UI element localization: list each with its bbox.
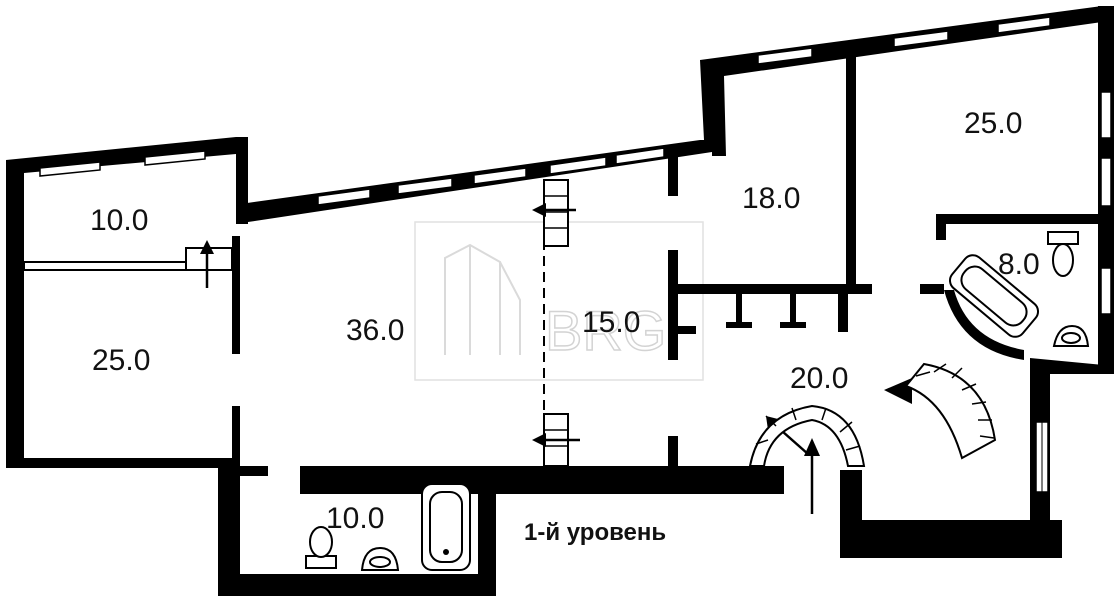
- arrow-up-icon: [200, 240, 214, 288]
- room-area-label: 20.0: [790, 362, 848, 395]
- room-area-label: 10.0: [326, 502, 384, 535]
- room-area-label: 36.0: [346, 314, 404, 347]
- room-area-label: 25.0: [92, 344, 150, 377]
- arrow-left-icon: [532, 433, 580, 447]
- arrow-left-icon: [884, 378, 912, 404]
- fixtures: [305, 231, 1090, 571]
- watermark-text: BRG: [545, 299, 666, 362]
- room-area-label: 18.0: [742, 182, 800, 215]
- room-area-label: 10.0: [90, 204, 148, 237]
- sink-icon: [360, 546, 400, 571]
- sink-icon: [1052, 324, 1090, 347]
- toilet-icon: [305, 526, 337, 569]
- watermark: BRG: [414, 221, 704, 381]
- room-area-label: 15.0: [582, 306, 640, 339]
- spiral-stair: [748, 362, 997, 467]
- arrow-up-icon: [804, 438, 820, 514]
- room-labels: 10.0 25.0 36.0 15.0 18.0 25.0 8.0 20.0 1…: [90, 107, 1040, 546]
- level-label: 1-й уровень: [524, 519, 666, 546]
- bathtub-icon: [948, 254, 1040, 338]
- bathtub-icon: [421, 483, 471, 571]
- room-area-label: 8.0: [998, 248, 1040, 281]
- toilet-icon: [1047, 231, 1079, 277]
- arrow-left-icon: [532, 203, 576, 217]
- windows: [39, 16, 1112, 493]
- room-area-label: 25.0: [964, 107, 1022, 140]
